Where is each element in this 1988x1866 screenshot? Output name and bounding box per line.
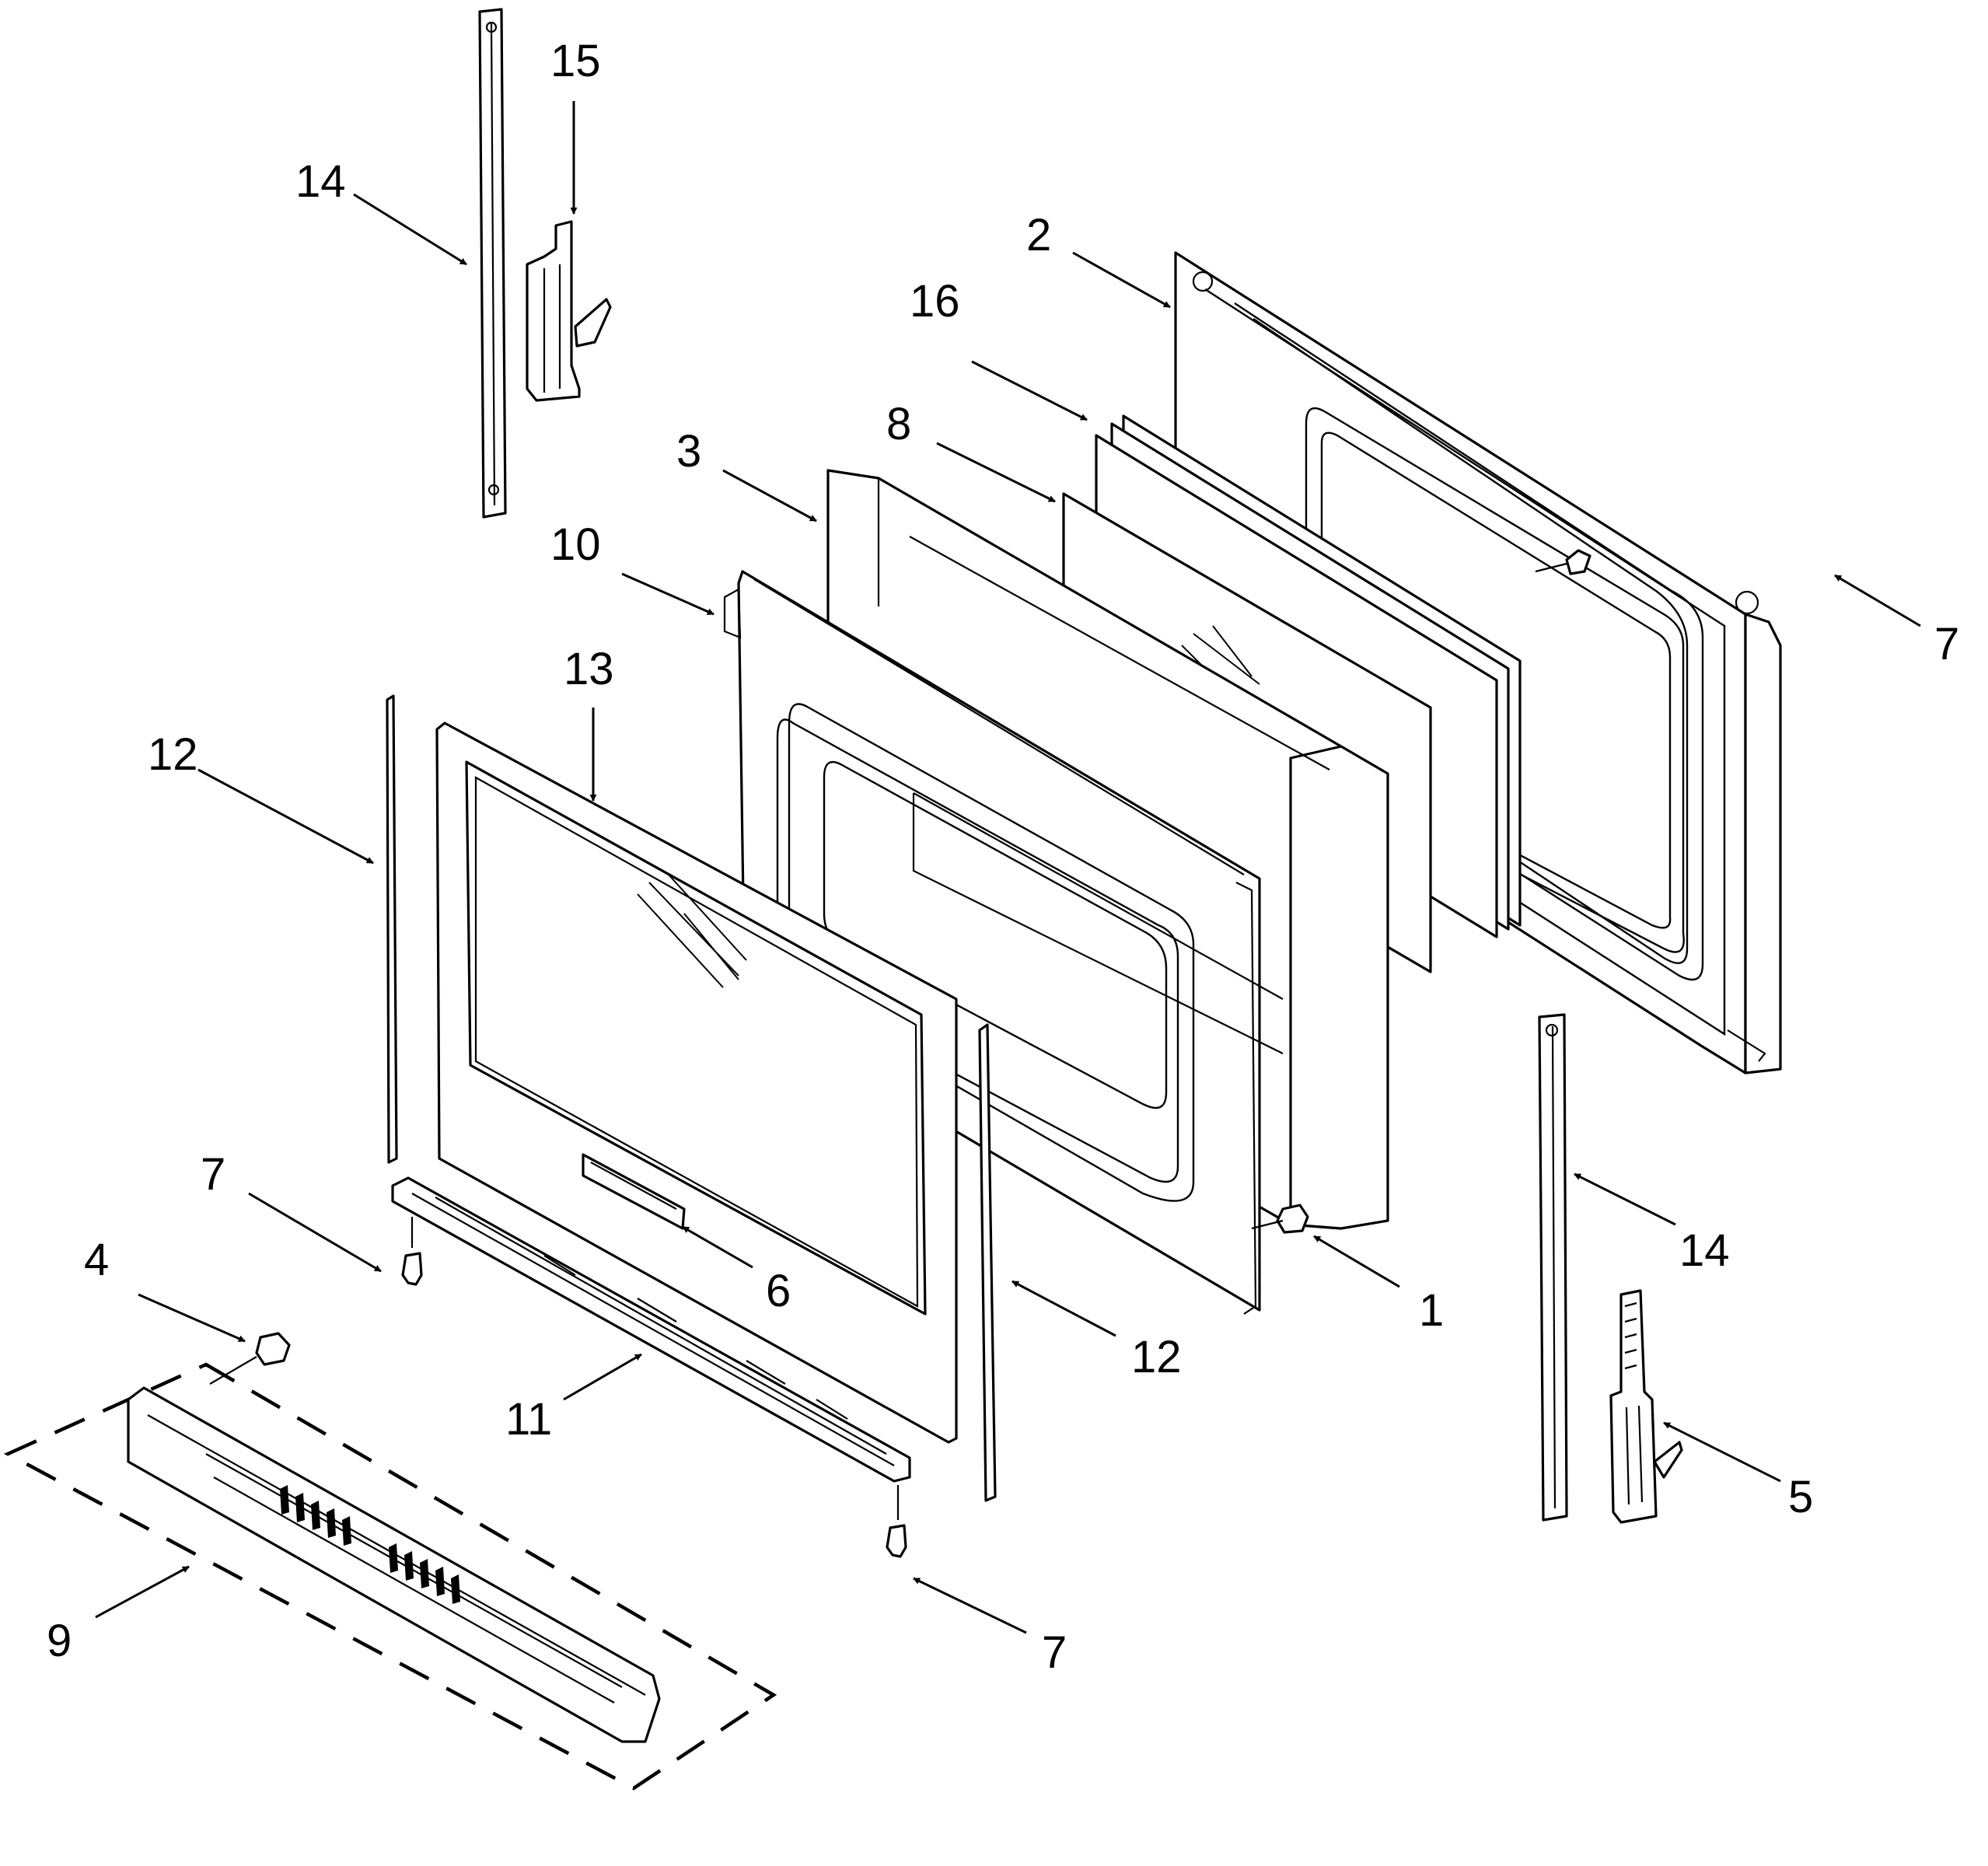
screw-7-top-right <box>1535 549 1591 575</box>
side-trim-right-part <box>978 1023 997 1502</box>
inner-door-panel-part <box>723 570 1284 1315</box>
callout-3: 3 <box>676 426 701 477</box>
screw-1 <box>1251 1204 1309 1234</box>
callout-6: 6 <box>766 1266 791 1316</box>
callout-12-right: 12 <box>1131 1332 1182 1382</box>
door-channel-part <box>391 1176 911 1483</box>
hinge-strip-right-part <box>1538 1013 1568 1522</box>
handle-assembly-part <box>3 1362 777 1791</box>
callout-1: 1 <box>1419 1285 1444 1336</box>
callout-7-bottom: 7 <box>1042 1627 1067 1678</box>
callout-10: 10 <box>550 519 601 570</box>
callout-leaders <box>95 101 1921 1634</box>
callout-16: 16 <box>910 276 960 327</box>
callout-labels: 15 14 2 16 8 3 10 7 13 12 7 4 6 14 1 12 … <box>47 36 1959 1678</box>
lower-hinge-part <box>1609 1289 1683 1524</box>
upper-hinge-part <box>526 220 612 402</box>
callout-15: 15 <box>550 36 601 86</box>
callout-9: 9 <box>47 1616 72 1666</box>
screw-7-bottom <box>886 1485 907 1558</box>
callout-7-left: 7 <box>201 1149 225 1200</box>
callout-2: 2 <box>1026 210 1051 260</box>
side-trim-left-part <box>386 694 398 1164</box>
screw-7-left <box>401 1217 423 1286</box>
callout-11: 11 <box>505 1394 552 1445</box>
callout-12-left: 12 <box>148 729 198 780</box>
callout-4: 4 <box>84 1235 109 1285</box>
screw-4 <box>209 1332 291 1385</box>
callout-14-right: 14 <box>1679 1225 1730 1276</box>
callout-13: 13 <box>564 644 614 694</box>
callout-5: 5 <box>1788 1472 1813 1522</box>
outer-door-frame-part <box>435 722 958 1444</box>
callout-8: 8 <box>886 399 911 449</box>
callout-14-top: 14 <box>295 156 346 207</box>
callout-7-top-right: 7 <box>1934 619 1959 669</box>
hinge-strip-left-part <box>478 8 507 519</box>
